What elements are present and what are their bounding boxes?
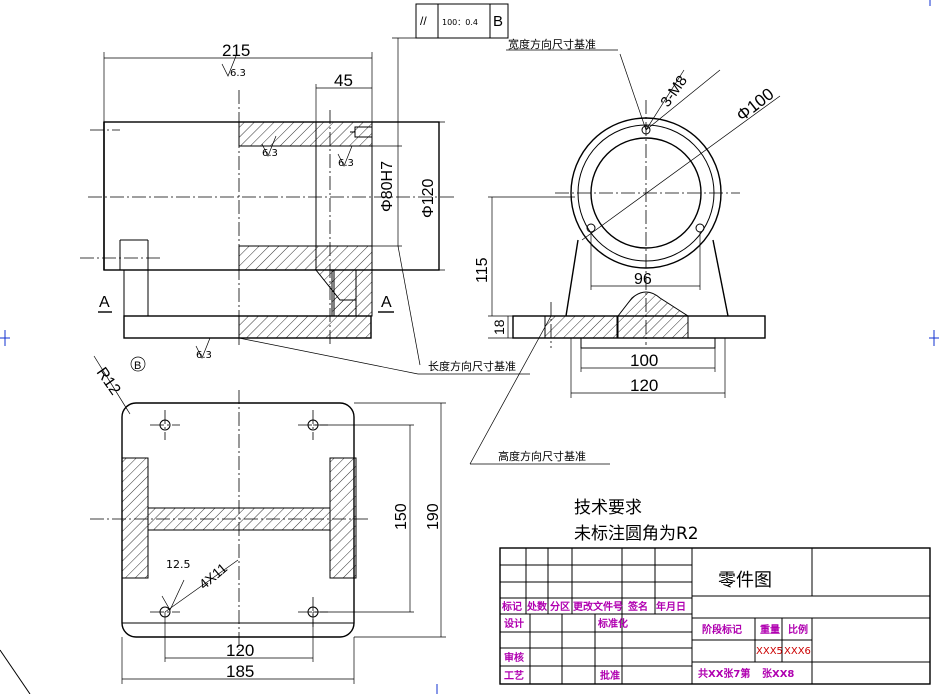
tb-biaozhunhua: 标准化 <box>597 617 628 630</box>
tol-value: 100：0.4 <box>442 18 478 27</box>
side-view <box>415 3 781 465</box>
dim-150: 150 <box>393 503 410 530</box>
title-block-texts: 零件图 标记 处数 分区 更改文件号 签名 年月日 设计 标准化 阶段标记 重量… <box>501 570 811 682</box>
dim-185: 185 <box>226 662 254 681</box>
tb-sheets: 共XX张7第 <box>698 667 750 680</box>
width-datum-label: 宽度方向尺寸基准 <box>508 37 596 51</box>
rough-3: 6.3 <box>338 158 354 169</box>
dim-190: 190 <box>425 503 442 530</box>
datum-b-label: B <box>134 360 141 372</box>
tb-zhongliang: 重量 <box>760 623 780 636</box>
rough-1: 6.3 <box>230 68 246 79</box>
height-datum-label: 高度方向尺寸基准 <box>498 449 586 463</box>
tb-xxx8: 张XX8 <box>762 667 794 680</box>
section-a-left: A <box>99 294 110 311</box>
dim-100: 100 <box>630 351 658 370</box>
notes-title: 技术要求 <box>574 498 642 518</box>
tb-xxx5: XXX5 <box>756 646 783 657</box>
tb-fenqu: 分区 <box>550 600 570 613</box>
tb-xxx6: XXX6 <box>784 646 811 657</box>
dim-r12: R12 <box>93 365 124 399</box>
tb-jieduan: 阶段标记 <box>702 623 742 636</box>
section-a-right: A <box>381 294 392 311</box>
tol-datum: B <box>493 13 503 30</box>
tb-biaoji: 标记 <box>501 600 522 613</box>
top-view <box>90 390 446 684</box>
rough-4: 6.3 <box>196 350 212 361</box>
tb-sheji: 设计 <box>504 617 524 630</box>
title-block <box>499 547 931 685</box>
tb-nianyueri: 年月日 <box>656 600 686 613</box>
tb-chushu: 处数 <box>526 600 548 613</box>
tb-gengai: 更改文件号 <box>573 600 623 613</box>
labels: A A B // 100：0.4 B 宽度方向尺寸基准 长度方向尺寸基准 高度方… <box>99 13 596 463</box>
dim-96: 96 <box>634 271 652 288</box>
dim-120-top: 120 <box>226 641 254 660</box>
dim-12-5: 12.5 <box>166 558 191 571</box>
front-view <box>80 37 530 415</box>
rough-2: 6.3 <box>262 148 278 159</box>
part-name: 零件图 <box>718 570 772 591</box>
dim-115: 115 <box>474 257 491 283</box>
tol-symbol: // <box>420 14 427 28</box>
holes-callout: 4X11 <box>196 560 231 593</box>
tb-bili: 比例 <box>788 623 808 636</box>
dim-45: 45 <box>334 71 353 90</box>
dim-phi80h7: Φ80H7 <box>379 161 396 212</box>
tb-qianming: 签名 <box>627 600 648 613</box>
notes-line-1: 未标注圆角为R2 <box>574 524 699 544</box>
tb-pizhun: 批准 <box>600 669 620 682</box>
length-datum-label: 长度方向尺寸基准 <box>428 359 516 373</box>
tech-notes: 技术要求 未标注圆角为R2 <box>574 498 699 544</box>
tb-gongyi: 工艺 <box>504 669 524 682</box>
dim-phi100: Φ100 <box>733 84 778 125</box>
thread-callout: 3-M8 <box>657 73 691 111</box>
dim-215: 215 <box>222 41 250 60</box>
dim-phi120: Φ120 <box>420 178 437 218</box>
dim-18: 18 <box>491 319 507 335</box>
tb-shenhe: 审核 <box>504 651 524 664</box>
dim-120-side: 120 <box>630 376 658 395</box>
